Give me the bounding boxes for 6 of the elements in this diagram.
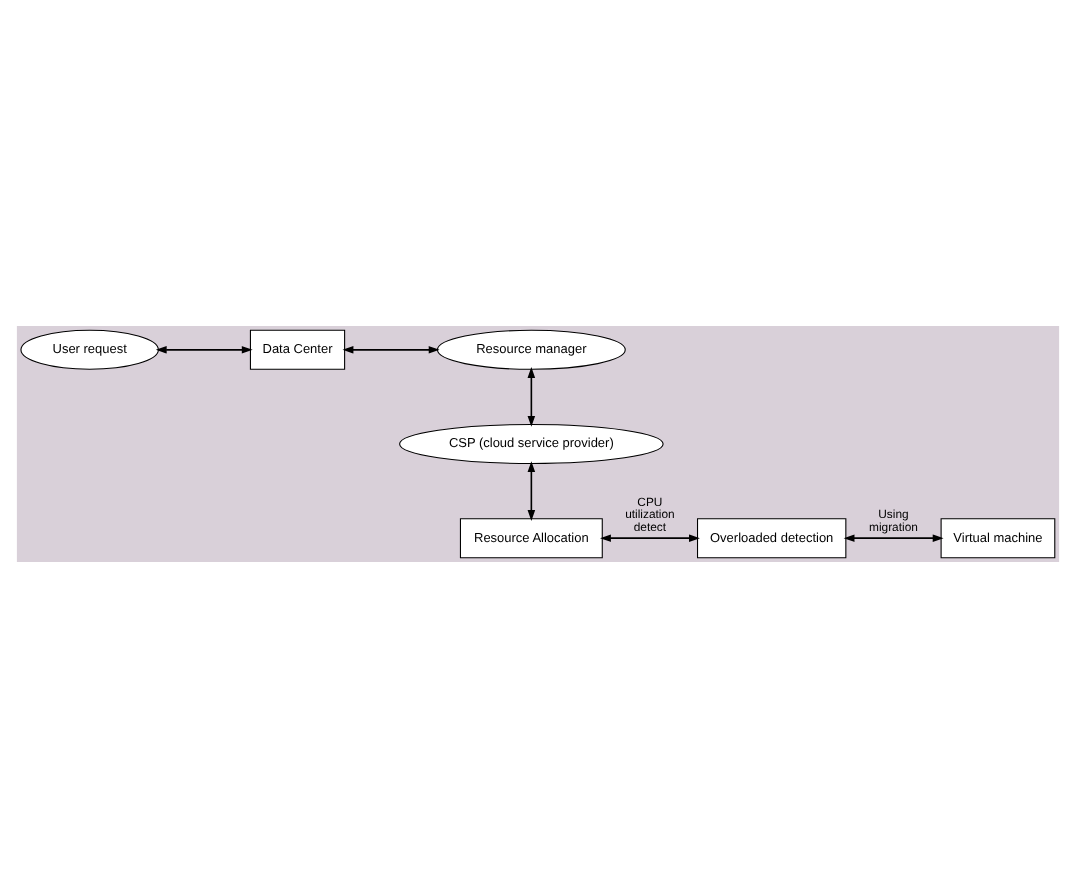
arrow (600, 533, 700, 541)
arrow (155, 345, 253, 353)
arrow (843, 533, 944, 541)
arrow (342, 345, 440, 353)
arrow (527, 366, 536, 426)
arrow (527, 460, 536, 520)
